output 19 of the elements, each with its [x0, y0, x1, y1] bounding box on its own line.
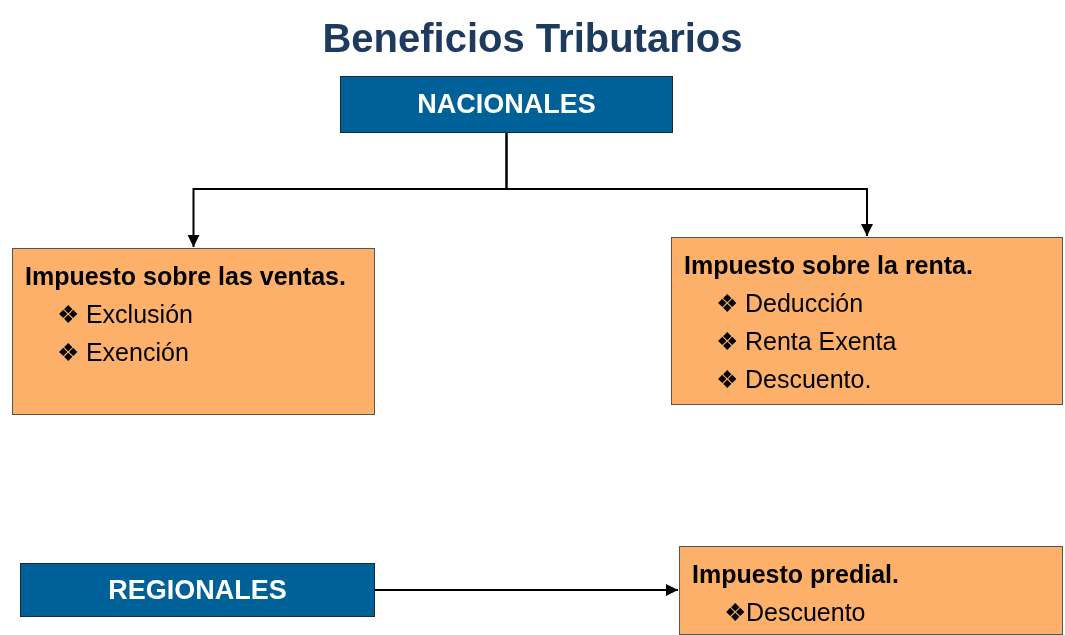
- bullet-item: ❖ Descuento.: [715, 364, 873, 395]
- bullet-item: ❖ Exclusión: [56, 299, 194, 330]
- arrow: [374, 584, 679, 596]
- category-label: NACIONALES: [417, 88, 596, 122]
- tax-box: [679, 546, 1063, 635]
- bullet-item: ❖ Renta Exenta: [715, 326, 898, 357]
- category-label: REGIONALES: [108, 573, 287, 607]
- bullet-item: ❖Descuento: [723, 597, 867, 628]
- bullet-item: ❖ Deducción: [715, 288, 865, 319]
- tax-title: Impuesto predial.: [692, 559, 900, 590]
- tax-box: [671, 237, 1063, 405]
- bullet-item: ❖ Exención: [56, 337, 190, 368]
- arrow: [505, 132, 873, 237]
- tax-box: [12, 248, 375, 415]
- title: Beneficios Tributarios: [321, 15, 744, 62]
- category-box: [20, 563, 375, 617]
- tax-title: Impuesto sobre la renta.: [684, 250, 974, 281]
- tax-title: Impuesto sobre las ventas.: [25, 261, 347, 292]
- category-box: [340, 76, 673, 133]
